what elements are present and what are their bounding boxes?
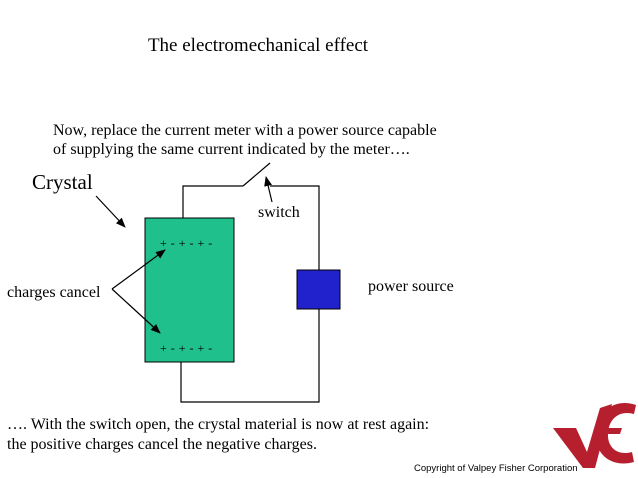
charges-bottom-row: + - + - + -: [160, 341, 213, 355]
charges-top-row: + - + - + -: [160, 236, 213, 250]
intro-text: Now, replace the current meter with a po…: [53, 121, 437, 159]
wire-top-right: [270, 185, 320, 270]
charges-arrow-up: [111, 249, 166, 290]
crystal-pointer-arrow: [95, 195, 126, 228]
switch-pointer-arrow: [264, 176, 273, 203]
crystal-label: Crystal: [32, 170, 93, 194]
slide-title: The electromechanical effect: [147, 35, 369, 56]
wire-top-left: [182, 185, 243, 218]
crystal-block: [144, 217, 235, 363]
company-logo: [553, 403, 636, 468]
charges-cancel-label: charges cancel: [7, 284, 101, 301]
wire-bottom: [180, 309, 320, 403]
power-source-label: power source: [368, 278, 454, 295]
intro-line-2: of supplying the same current indicated …: [53, 141, 410, 158]
switch-blade: [242, 162, 271, 187]
conclusion-line-2: the positive charges cancel the negative…: [7, 436, 317, 453]
power-source-box: [296, 269, 341, 310]
intro-line-1: Now, replace the current meter with a po…: [53, 122, 437, 139]
switch-label: switch: [258, 204, 300, 221]
copyright-notice: Copyright of Valpey Fisher Corporation: [414, 463, 578, 474]
conclusion-line-1: …. With the switch open, the crystal mat…: [7, 416, 430, 433]
charges-arrow-down: [111, 288, 161, 334]
conclusion-text: …. With the switch open, the crystal mat…: [7, 415, 429, 455]
circuit-wires: [180, 162, 320, 403]
